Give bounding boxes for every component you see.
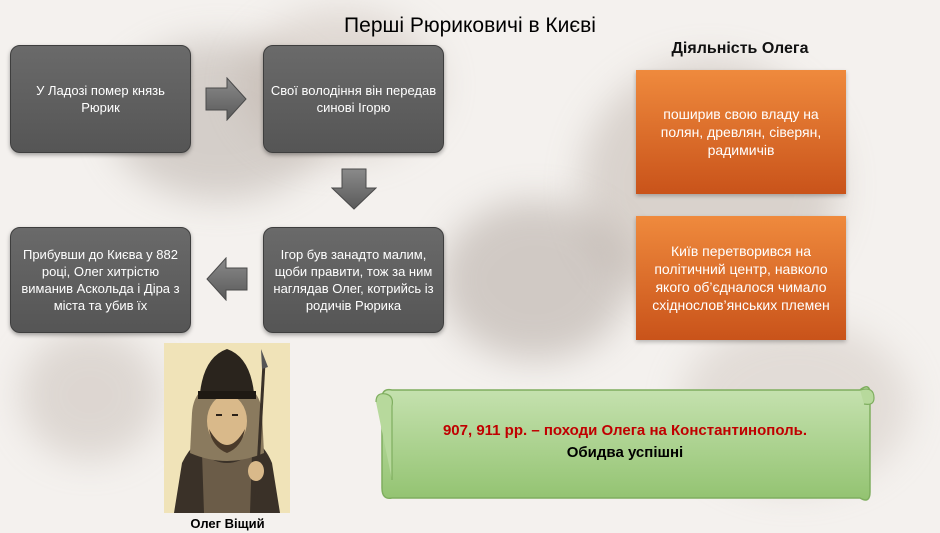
portrait-image — [164, 343, 290, 513]
portrait-caption: Олег Віщий — [190, 516, 265, 531]
activity-box-1: поширив свою владу на полян, древлян, сі… — [636, 70, 846, 194]
flow-box-3: Ігор був занадто малим, щоби правити, то… — [263, 227, 444, 333]
flow-box-1: У Ладозі помер князь Рюрик — [10, 45, 191, 153]
page-title: Перші Рюриковичі в Києві — [344, 14, 596, 37]
arrow-left-icon — [206, 257, 248, 301]
flow-box-4: Прибувши до Києва у 882 році, Олег хитрі… — [10, 227, 191, 333]
scroll-banner — [375, 386, 875, 501]
arrow-right-icon — [205, 77, 247, 121]
campaigns-line: 907, 911 рр. – походи Олега на Константи… — [442, 422, 808, 439]
activity-title: Діяльність Олега — [671, 40, 809, 57]
oleg-portrait — [164, 343, 290, 513]
flow-box-2: Свої володіння він передав синові Ігорю — [263, 45, 444, 153]
result-line: Обидва успішні — [566, 444, 684, 461]
arrow-down-icon — [331, 168, 377, 210]
scroll-text: 907, 911 рр. – походи Олега на Константи… — [390, 420, 860, 464]
activity-box-2: Київ перетворився на політичний центр, н… — [636, 216, 846, 340]
